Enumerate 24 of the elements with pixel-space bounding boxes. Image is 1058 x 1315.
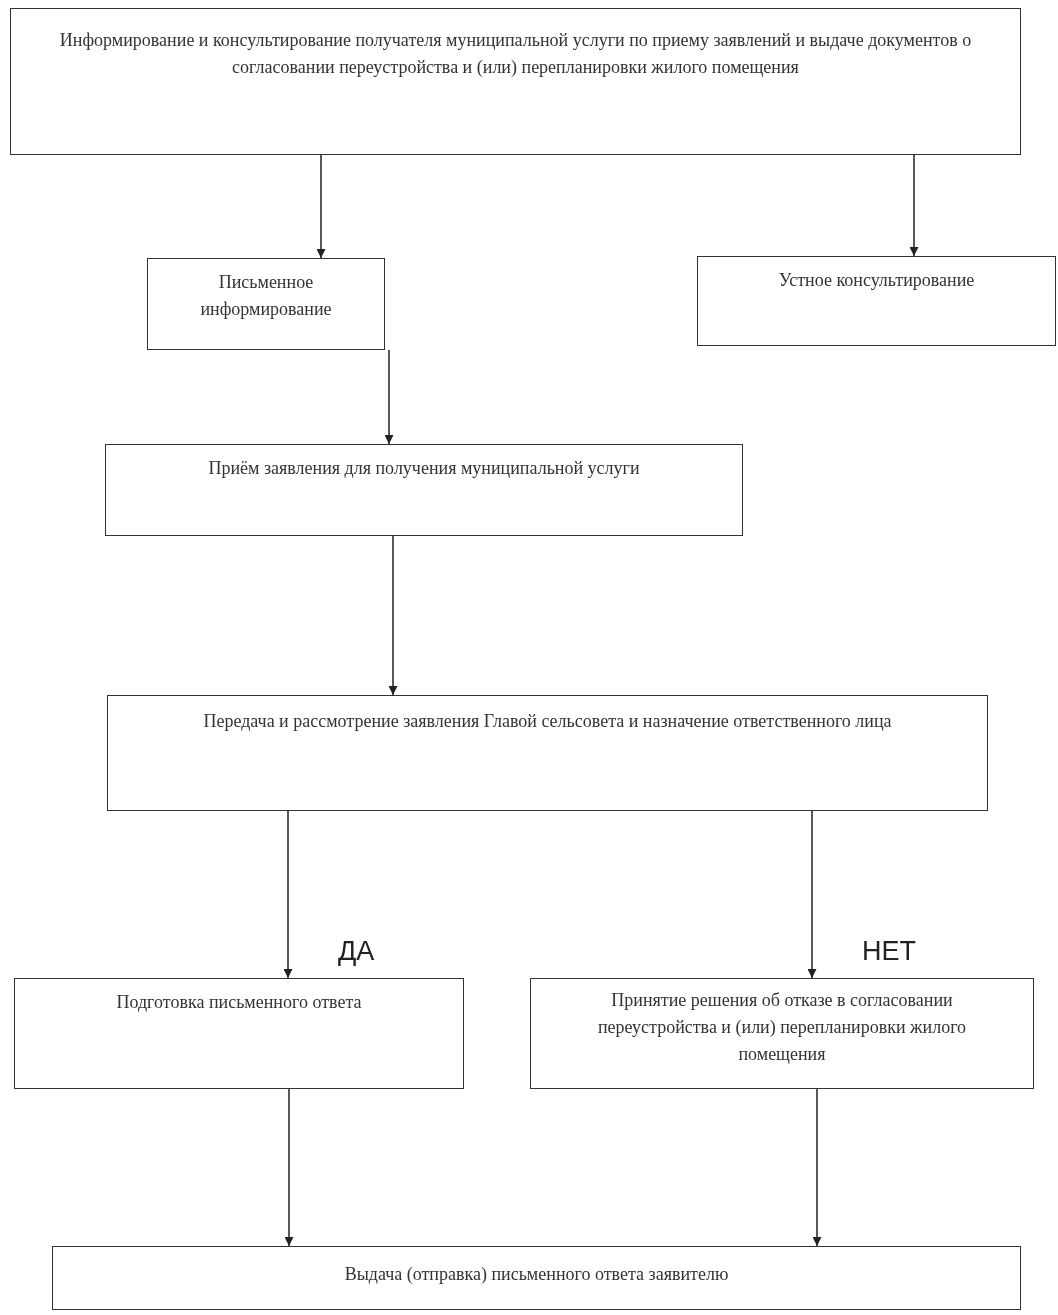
box-text: Передача и рассмотрение заявления Главой сельсовета и назначение ответственного лица [202,710,893,733]
box-text: Информирование и консультирование получателя муниципальной услуги по приему заявлений и выдаче документов о согласовании переустройства и (или) перепланировки жилого помещения [58,29,973,79]
process-box [105,444,743,536]
process-box [107,695,988,811]
arrow [384,349,394,445]
box-text: Подготовка письменного ответа [115,991,363,1014]
process-box [697,256,1056,346]
arrow [909,154,919,257]
arrow [388,535,398,696]
process-box [14,978,464,1089]
box-text: Устное консультирование [777,269,976,292]
box-text: Письменное информирование [199,271,333,321]
arrow [812,1088,822,1247]
box-text: Приём заявления для получения муниципальной услуги [207,457,641,480]
arrow [807,810,817,979]
arrow [284,1088,294,1247]
arrow [283,810,293,979]
arrow [316,154,326,259]
process-box [52,1246,1021,1310]
process-box [147,258,385,350]
box-text: Принятие решения об отказе в согласовании переустройства и (или) перепланировки жилого помещения [596,989,968,1066]
process-box [10,8,1021,155]
box-text: Выдача (отправка) письменного ответа заявителю [343,1263,730,1286]
process-box [530,978,1034,1089]
